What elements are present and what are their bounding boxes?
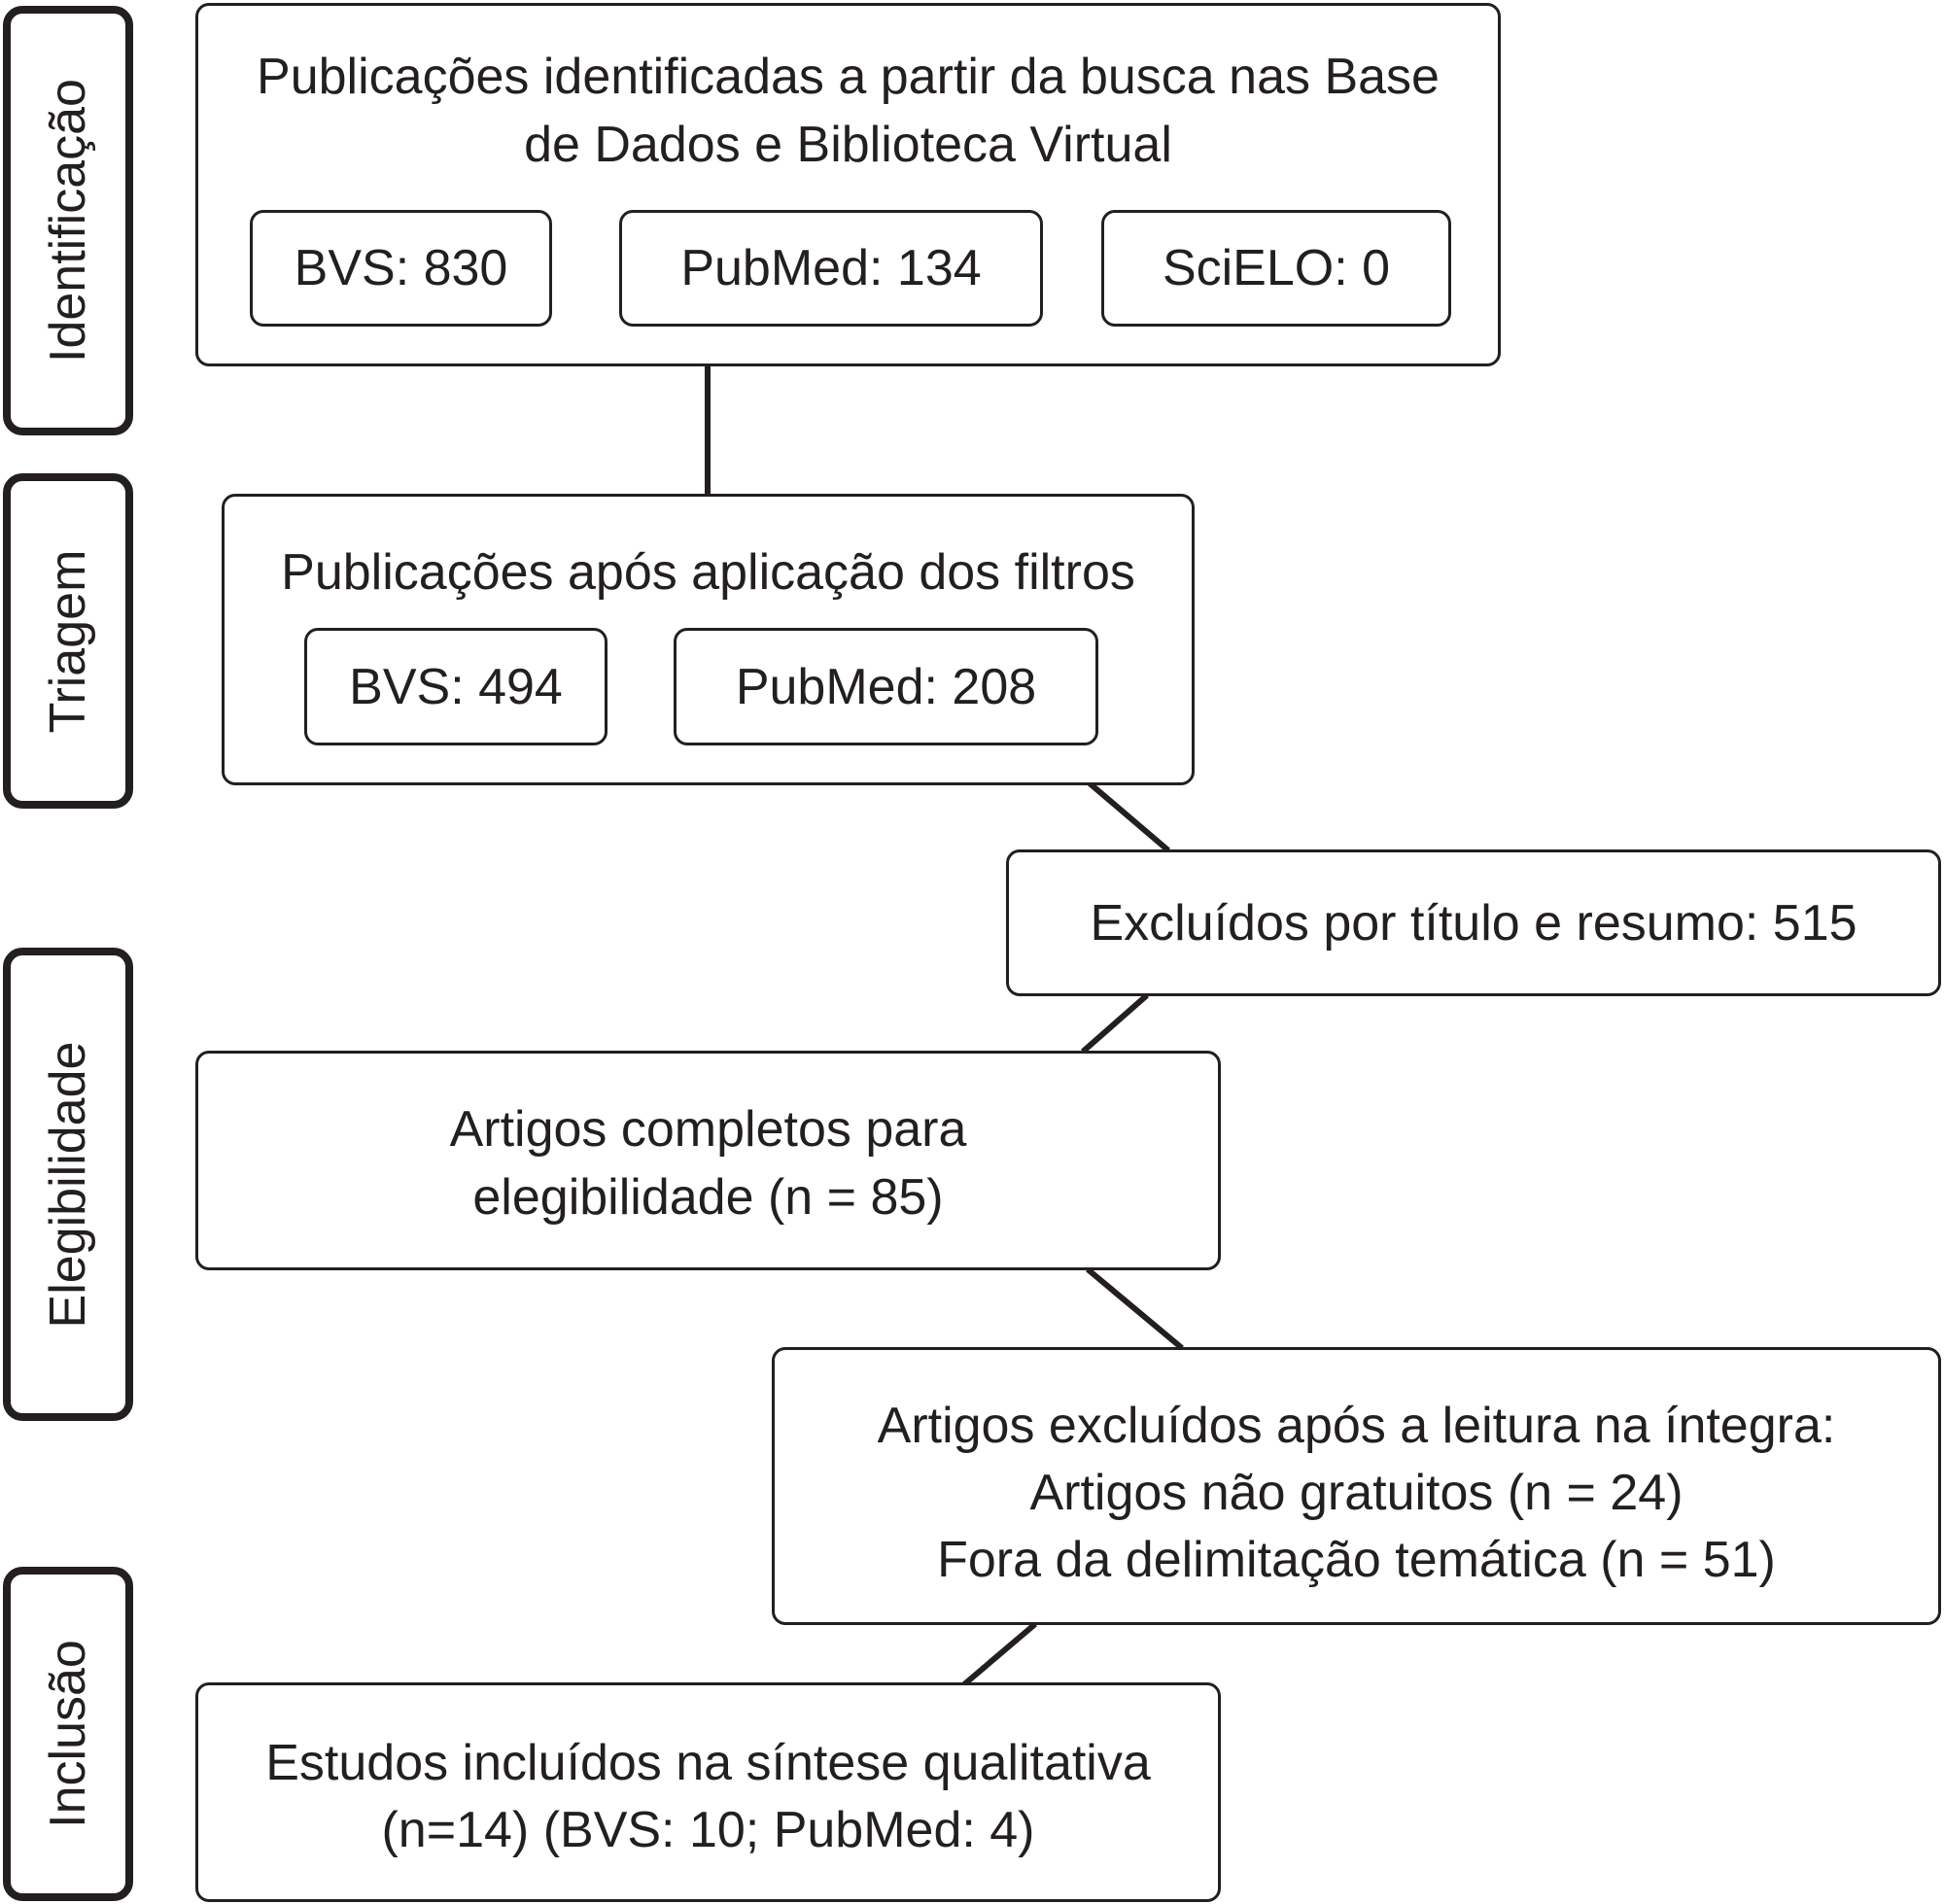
stage-elegibilidade: Elegibilidade (3, 948, 133, 1421)
connector-screening-to-excluded (1088, 780, 1170, 853)
screening-title: Publicações após aplicação dos filtros (281, 544, 1135, 601)
identification-title-line1: Publicações identificadas a partir da bu… (257, 49, 1440, 105)
stage-label-identificacao: Identificação (40, 79, 96, 363)
stage-label-elegibilidade: Elegibilidade (40, 1041, 96, 1328)
eligibility-box: Artigos completos para elegibilidade (n … (195, 1051, 1221, 1270)
identification-box: Publicações identificadas a partir da bu… (195, 3, 1501, 366)
connector-excluded-to-eligibility (1081, 992, 1149, 1055)
stage-label-triagem: Triagem (40, 549, 96, 733)
excluded-fulltext-box: Artigos excluídos após a leitura na ínte… (772, 1347, 1941, 1625)
stage-identificacao: Identificação (3, 6, 133, 435)
excluded-fulltext-line2: Artigos não gratuitos (n = 24) (1029, 1465, 1684, 1521)
connector-eligibility-to-excluded-fulltext (1086, 1266, 1184, 1351)
source-box-bvs: BVS: 830 (250, 210, 552, 327)
eligibility-line2: elegibilidade (n = 85) (472, 1169, 944, 1226)
stage-label-inclusao: Inclusão (40, 1640, 96, 1828)
inclusion-box: Estudos incluídos na síntese qualitativa… (195, 1682, 1221, 1902)
screening-box-bvs: BVS: 494 (304, 628, 608, 745)
stage-triagem: Triagem (3, 473, 133, 809)
excluded-fulltext-line3: Fora da delimitação temática (n = 51) (937, 1532, 1776, 1588)
identification-title-line2: de Dados e Biblioteca Virtual (524, 117, 1172, 173)
screening-box-pubmed: PubMed: 208 (674, 628, 1098, 745)
inclusion-line1: Estudos incluídos na síntese qualitativa (265, 1735, 1151, 1791)
excluded-title-abstract-box: Excluídos por título e resumo: 515 (1006, 849, 1941, 996)
excluded-fulltext-line1: Artigos excluídos após a leitura na ínte… (877, 1398, 1836, 1454)
source-box-scielo: SciELO: 0 (1101, 210, 1451, 327)
inclusion-line2: (n=14) (BVS: 10; PubMed: 4) (381, 1802, 1035, 1858)
source-box-pubmed: PubMed: 134 (619, 210, 1043, 327)
eligibility-line1: Artigos completos para (449, 1101, 967, 1158)
connector-excluded-fulltext-to-inclusion (962, 1621, 1037, 1687)
stage-inclusao: Inclusão (3, 1567, 133, 1901)
